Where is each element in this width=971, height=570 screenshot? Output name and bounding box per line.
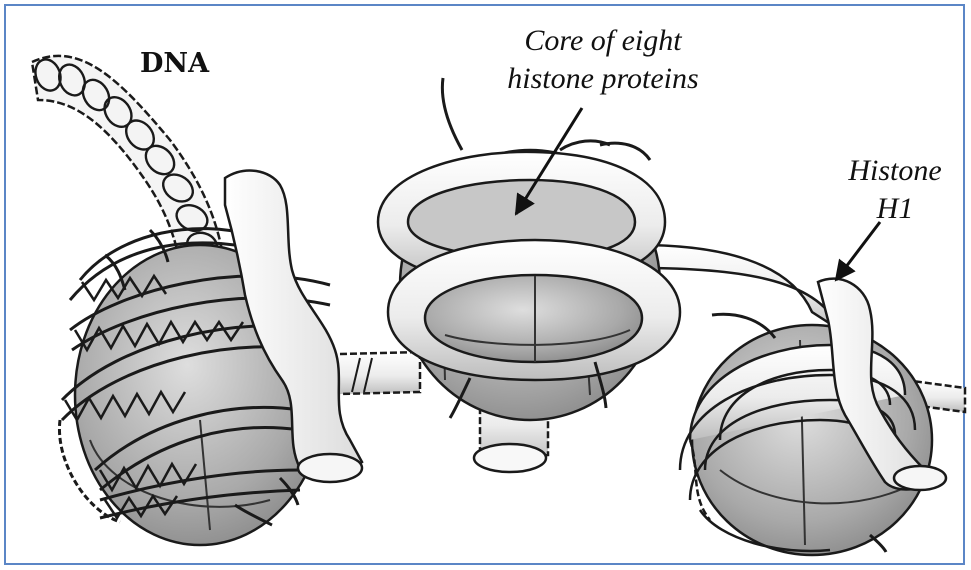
core-label-line1: Core of eight: [478, 22, 728, 60]
h1-label-line1: Histone: [835, 152, 955, 190]
dna-double-helix-strand: [31, 56, 222, 262]
core-label-line2: histone proteins: [478, 60, 728, 98]
core-histone-label: Core of eight histone proteins: [478, 22, 728, 98]
nucleosome-center: [378, 78, 680, 472]
h1-arrow: [836, 222, 880, 280]
h1-label-line2: H1: [835, 190, 955, 228]
dna-label: DNA: [140, 48, 209, 79]
histone-h1-label: Histone H1: [835, 152, 955, 228]
